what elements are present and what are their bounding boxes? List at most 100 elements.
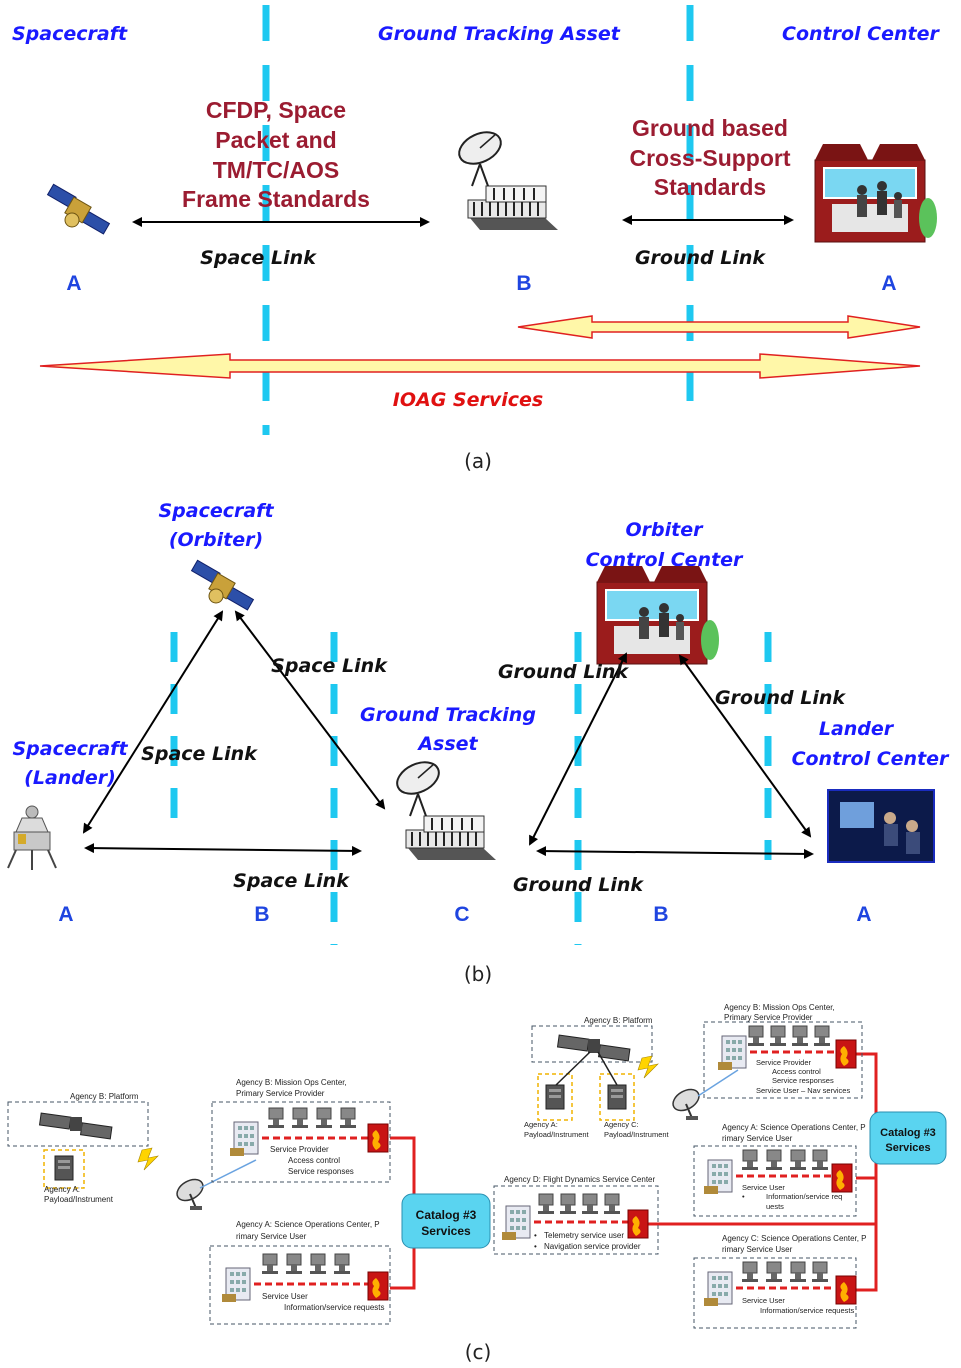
space-link-arrow	[82, 610, 224, 834]
ground-services-arrow	[517, 315, 921, 339]
catalog-label: Services	[421, 1224, 471, 1238]
role-label: Service User	[742, 1183, 785, 1192]
ground-link-arrow	[678, 654, 812, 838]
workstation-icon	[765, 1149, 783, 1171]
lightning-icon	[137, 1147, 159, 1171]
workstation-icon	[339, 1107, 357, 1129]
catalog-box	[869, 1111, 947, 1165]
platform-box	[531, 1025, 653, 1063]
role-label: Service responses	[288, 1167, 354, 1176]
flight-dynamics-box	[493, 1185, 659, 1255]
gta-label: Ground Tracking Asset	[360, 704, 536, 755]
space-link-label: Space Link	[141, 743, 258, 765]
role-label: Service responses	[772, 1076, 834, 1085]
svg-text:CFDP, Space: CFDP, Space	[206, 97, 346, 123]
ground-link-label: Ground Link	[635, 247, 766, 269]
catalog-label: Services	[885, 1142, 930, 1154]
letter-a: A	[58, 903, 73, 926]
payload-box	[43, 1149, 85, 1189]
role-label: uests	[766, 1202, 784, 1211]
firewall-icon	[831, 1163, 853, 1193]
svg-text:Standards: Standards	[654, 174, 766, 200]
server-icon	[54, 1155, 74, 1181]
satellite-icon	[47, 183, 110, 235]
firewall-icon	[835, 1039, 857, 1069]
control-center-icon	[596, 565, 720, 665]
ground-link-arrow	[529, 652, 627, 846]
workstation-icon	[741, 1261, 759, 1283]
orbiter-label: Spacecraft (Orbiter)	[158, 500, 274, 551]
svg-text:Asset: Asset	[416, 733, 478, 755]
workstation-icon	[261, 1253, 279, 1275]
bullet: •	[534, 1231, 537, 1240]
catalog-label: Catalog #3	[880, 1127, 936, 1139]
role-label: Service Provider	[756, 1058, 812, 1067]
firewall-icon	[835, 1275, 857, 1305]
role-label: Service Provider	[270, 1145, 329, 1154]
panel-a: Spacecraft Ground Tracking Asset Control…	[12, 5, 940, 473]
ground-tracking-header: Ground Tracking Asset	[378, 23, 621, 45]
caption-c: (c)	[465, 1340, 492, 1364]
workstation-icon	[285, 1253, 303, 1275]
role-label: Telemetry service user	[544, 1231, 624, 1240]
building-icon	[229, 1121, 259, 1157]
dish-antenna-icon	[668, 1084, 704, 1121]
space-standards-label: CFDP, Space Packet and TM/TC/AOS Frame S…	[182, 97, 370, 212]
science-ops-label: rimary Service User	[722, 1245, 793, 1254]
lander-icon	[7, 805, 57, 871]
mission-ops-label: Agency B: Mission Ops Center,	[724, 1003, 835, 1012]
ground-station-icon	[453, 125, 559, 231]
workstation-icon	[581, 1193, 599, 1215]
letter-b: B	[653, 903, 668, 926]
role-label: Access control	[772, 1067, 821, 1076]
role-label: Access control	[288, 1156, 340, 1165]
caption-b: (b)	[464, 962, 492, 986]
platform-label: Agency B: Platform	[584, 1016, 653, 1025]
space-link-label: Space Link	[271, 655, 388, 677]
svg-text:TM/TC/AOS: TM/TC/AOS	[213, 157, 340, 183]
building-icon	[703, 1159, 733, 1195]
building-icon	[703, 1271, 733, 1307]
connector	[597, 1051, 618, 1086]
payload-label: Agency C:	[604, 1120, 639, 1129]
ioag-services-arrow	[39, 353, 921, 379]
role-label: Service User – Nav services	[756, 1086, 850, 1095]
mission-ops-label: Primary Service Provider	[724, 1013, 813, 1022]
connector	[555, 1051, 591, 1086]
workstation-icon	[559, 1193, 577, 1215]
lander-label: Spacecraft (Lander)	[12, 738, 128, 789]
role-label: Navigation service provider	[544, 1242, 641, 1251]
science-ops-label: Agency A: Science Operations Center, P	[722, 1123, 866, 1132]
catalog-label: Catalog #3	[416, 1208, 477, 1222]
data-link	[199, 1159, 257, 1189]
payload-label: Agency A:	[524, 1120, 558, 1129]
workstation-icon	[537, 1193, 555, 1215]
lightning-icon	[637, 1055, 659, 1079]
mission-ops-label: Agency B: Mission Ops Center,	[236, 1078, 347, 1087]
science-ops-label: Agency A: Science Operations Center, P	[236, 1220, 380, 1229]
space-link-label: Space Link	[200, 247, 317, 269]
ground-link-label: Ground Link	[498, 661, 629, 683]
science-ops-label: rimary Service User	[236, 1232, 307, 1241]
ioag-services-label: IOAG Services	[393, 389, 543, 411]
payload-box	[599, 1073, 635, 1121]
svg-text:(Lander): (Lander)	[24, 767, 116, 789]
space-link-label: Space Link	[233, 870, 350, 892]
workstation-icon	[747, 1025, 765, 1047]
platform-label: Agency B: Platform	[70, 1092, 139, 1101]
role-label: Information/service req	[766, 1192, 842, 1201]
spacecraft-header: Spacecraft	[12, 23, 128, 45]
workstation-icon	[267, 1107, 285, 1129]
satellite-icon	[39, 1112, 113, 1140]
svg-text:Frame Standards: Frame Standards	[182, 186, 370, 212]
svg-text:Ground based: Ground based	[632, 115, 788, 141]
satellite-icon	[191, 559, 254, 611]
svg-text:Control Center: Control Center	[586, 549, 744, 571]
payload-label: Payload/Instrument	[524, 1130, 590, 1139]
firewall-icon	[627, 1209, 649, 1239]
space-link-arrow	[84, 843, 362, 856]
ground-station-icon	[391, 755, 497, 861]
workstation-icon	[315, 1107, 333, 1129]
role-label: Information/service requests	[760, 1306, 854, 1315]
